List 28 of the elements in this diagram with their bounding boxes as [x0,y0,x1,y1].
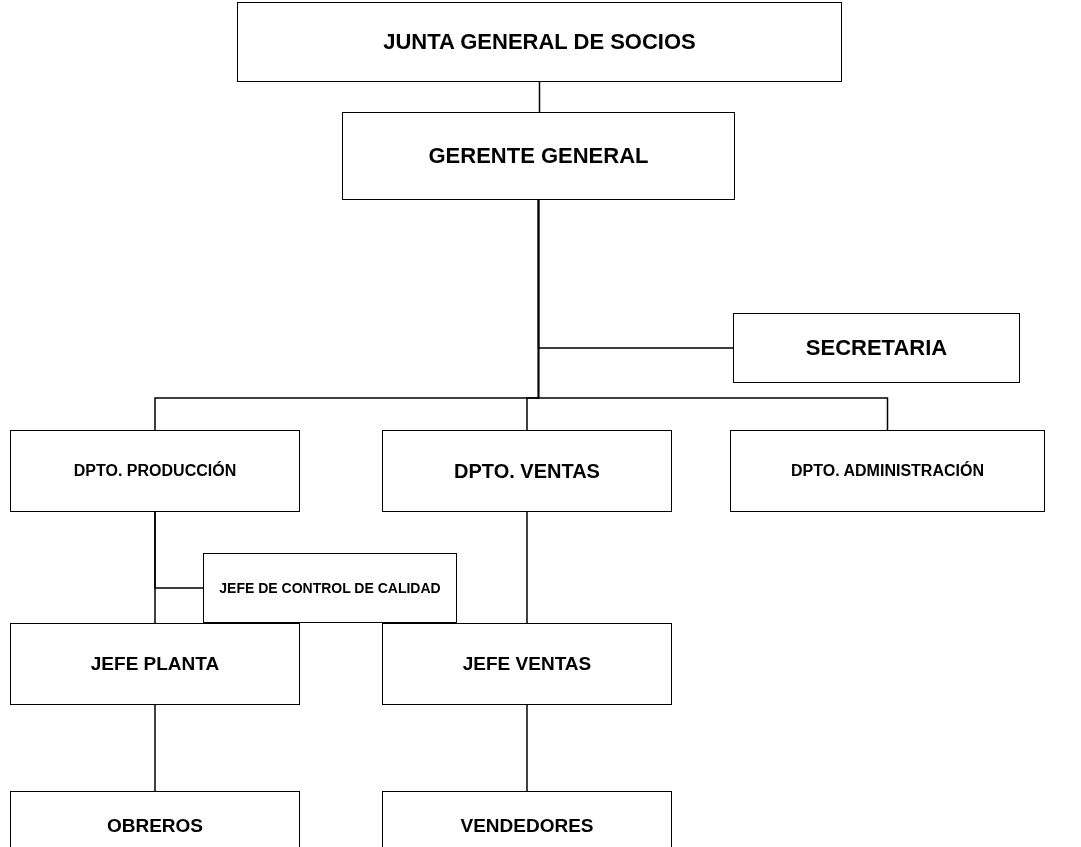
box-label: JEFE PLANTA [89,652,221,676]
org-box [237,2,842,82]
box-label: GERENTE GENERAL [427,142,650,170]
org-box [203,553,457,623]
org-box [733,313,1020,383]
box-label: JUNTA GENERAL DE SOCIOS [382,28,697,56]
connector-line [154,511,156,624]
box-label: OBREROS [105,814,205,838]
org-box [10,430,300,512]
org-box [10,791,300,847]
connector-line [538,81,541,113]
box-label: SECRETARIA [804,334,949,362]
connector-line [154,704,156,792]
box-label: DPTO. PRODUCCIÓN [72,460,238,481]
connector-line [526,704,528,792]
org-box [730,430,1045,512]
box-label: DPTO. ADMINISTRACIÓN [790,460,985,481]
connector-line [526,511,528,624]
connector-line [537,199,889,431]
box-label: DPTO. VENTAS [453,458,601,484]
org-box [342,112,735,200]
org-box [382,430,672,512]
box-label: JEFE VENTAS [461,652,593,676]
org-box [382,623,672,705]
org-box [382,791,672,847]
box-label: JEFE DE CONTROL DE CALIDAD [218,579,442,598]
box-label: VENDEDORES [459,814,595,838]
org-box [10,623,300,705]
